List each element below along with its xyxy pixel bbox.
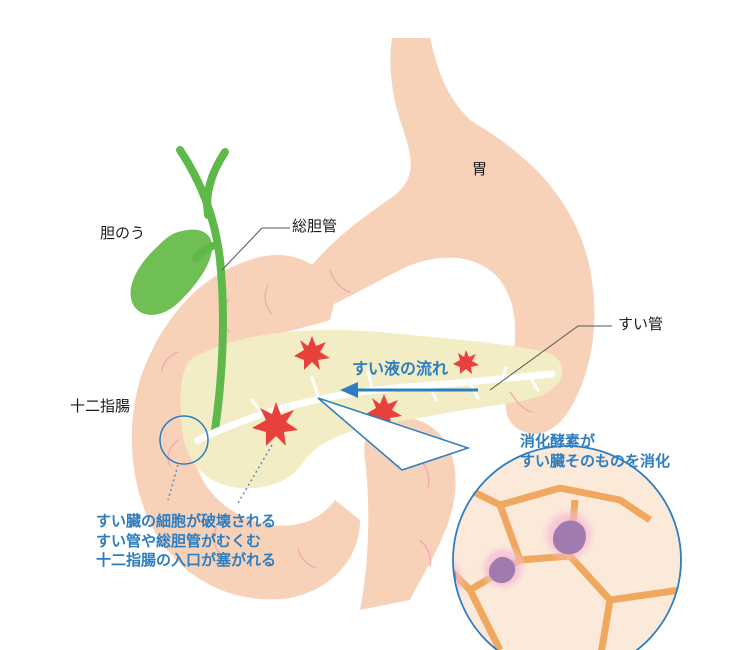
stomach xyxy=(293,38,595,434)
note-enzyme: 消化酵素が すい臓そのものを消化 xyxy=(520,432,670,471)
bile-duct xyxy=(176,146,229,434)
zoom-triangle xyxy=(317,397,471,471)
label-stomach: 胃 xyxy=(472,160,488,178)
cell-nucleus xyxy=(553,520,586,555)
label-common-bile-duct: 総胆管 xyxy=(292,217,338,235)
leader-lines xyxy=(221,227,612,391)
flow-arrow xyxy=(340,382,478,398)
cell-wall xyxy=(609,586,681,604)
label-gallbladder: 胆のう xyxy=(100,224,146,242)
burst-4 xyxy=(252,402,298,446)
burst-1 xyxy=(294,336,330,370)
damaged-cells xyxy=(453,507,597,610)
cell-wall xyxy=(466,588,504,650)
burst-2 xyxy=(453,350,479,374)
organ-lower-tissue xyxy=(360,417,456,610)
cell-wall xyxy=(499,484,652,523)
note-damage-line-1: すい臓の細胞が破壊される xyxy=(96,512,277,530)
duodenum xyxy=(131,254,360,600)
label-juice-flow: すい液の流れ xyxy=(352,359,449,378)
inflammation-bursts xyxy=(252,336,479,446)
note-enzyme-line-2: すい臓そのものを消化 xyxy=(520,451,671,470)
note-damage-line-2: すい管や総胆管がむくむ xyxy=(96,531,262,550)
label-duodenum: 十二指腸 xyxy=(70,397,131,415)
note-damage-line-3: 十二指腸の入口が塞がれる xyxy=(96,551,277,569)
burst-3 xyxy=(366,394,402,428)
label-pancreatic-duct: すい管 xyxy=(618,315,664,333)
cell-nucleus xyxy=(489,556,516,584)
gallbladder xyxy=(130,229,213,315)
cell-wall xyxy=(519,552,614,650)
note-enzyme-line-1: 消化酵素が xyxy=(520,432,596,450)
note-damage: すい臓の細胞が破壊される すい管や総胆管がむくむ 十二指腸の入口が塞がれる xyxy=(96,512,276,571)
duodenum-entrance-ring xyxy=(159,415,209,465)
cell-zoom-circle xyxy=(452,445,682,650)
